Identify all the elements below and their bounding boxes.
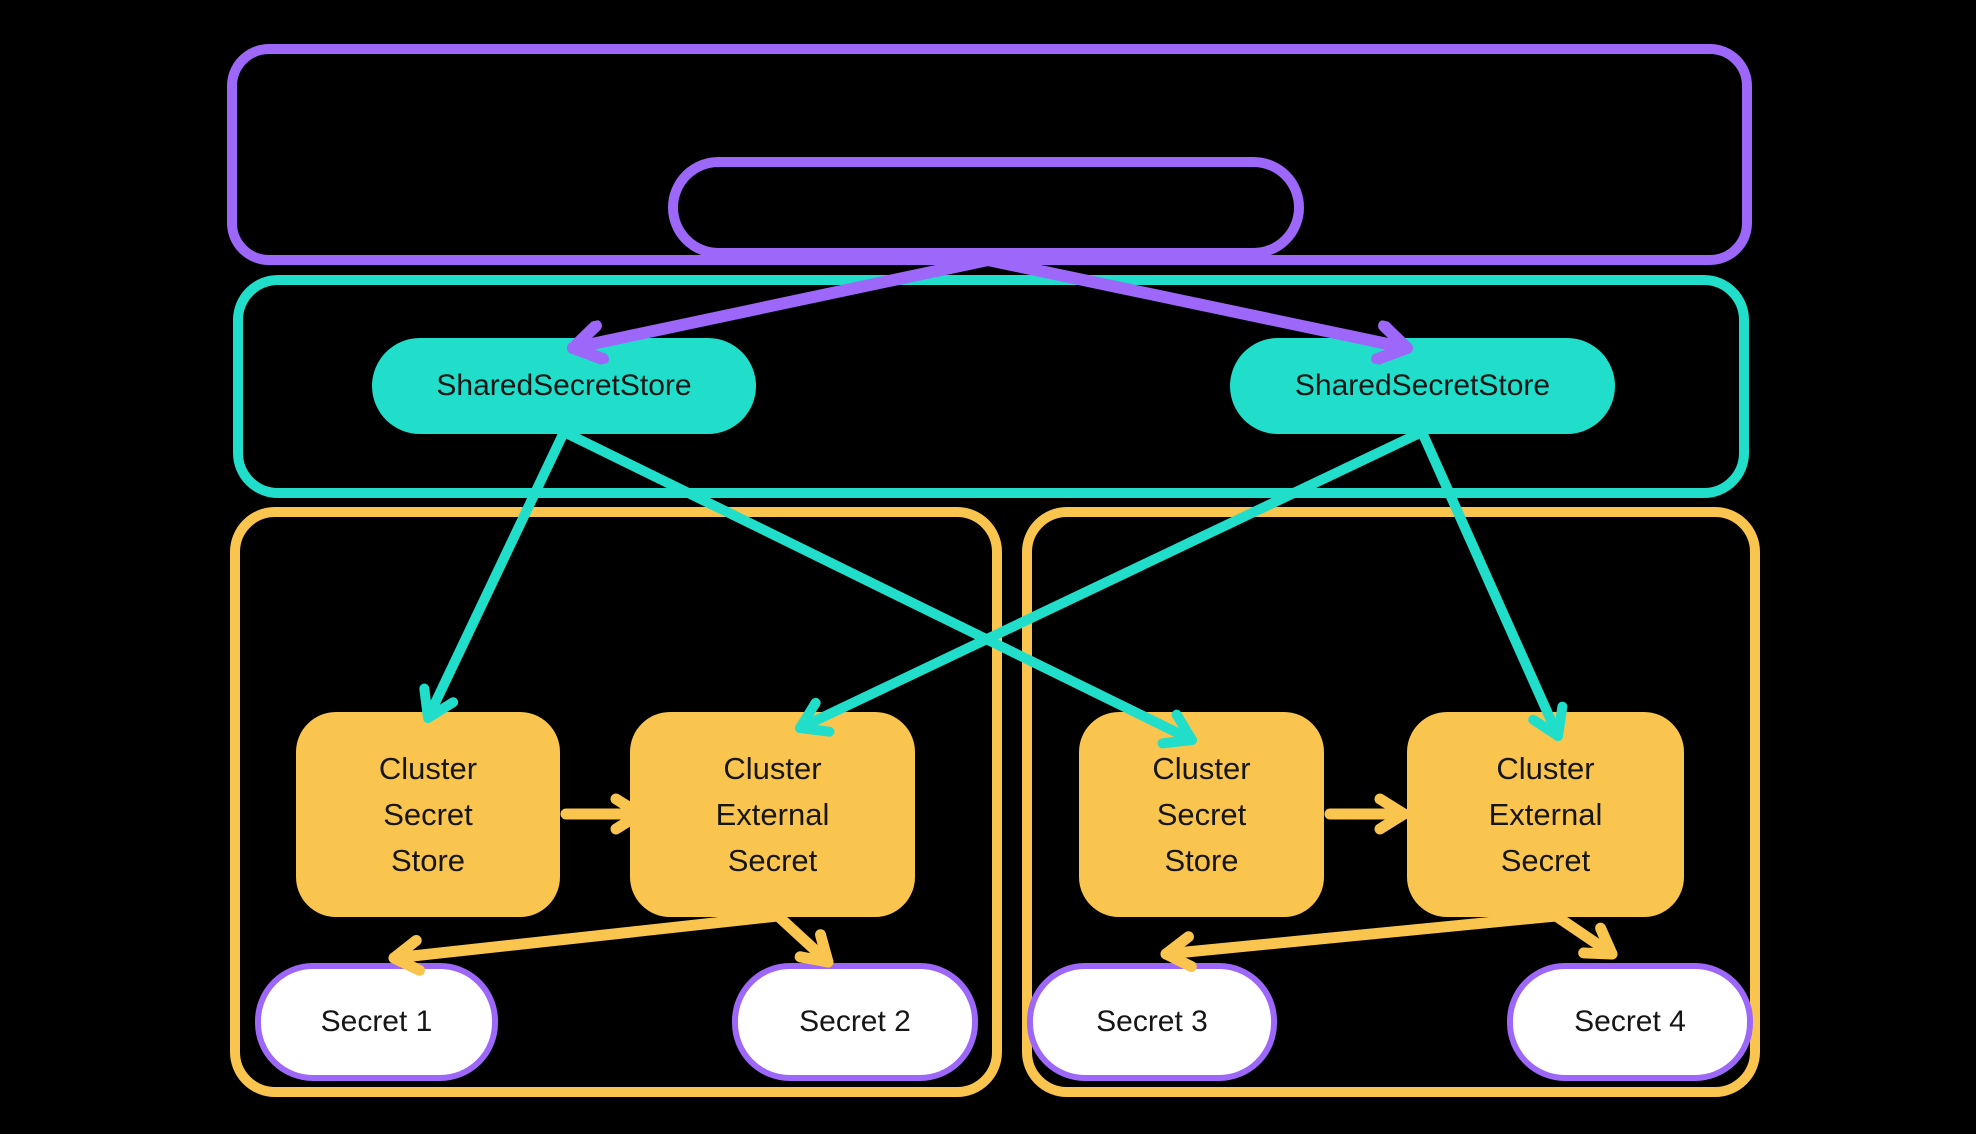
secret-label: Secret 1 (320, 1005, 433, 1038)
cluster-1-external-secret-node: Cluster External Secret (630, 712, 915, 917)
cluster-1-secret-store-node: Cluster Secret Store (296, 712, 560, 917)
secret-3-node: Secret 3 (1027, 963, 1277, 1081)
node-label-line: Secret (727, 842, 818, 878)
secret-1-node: Secret 1 (255, 963, 498, 1081)
secret-label: Secret 4 (1574, 1005, 1686, 1038)
node-label-line: Cluster (723, 750, 822, 786)
node-label-line: External (715, 796, 830, 832)
secret-4-node: Secret 4 (1507, 963, 1753, 1081)
secret-label: Secret 2 (799, 1005, 911, 1038)
secret-2-node: Secret 2 (732, 963, 978, 1081)
node-label-line: Store (1164, 842, 1239, 878)
shared-secret-store-node-1: SharedSecretStore (372, 338, 756, 434)
node-label-line: Cluster (1496, 750, 1595, 786)
controller-pill (668, 157, 1304, 258)
node-label-line: Cluster (378, 750, 478, 786)
shared-secret-store-node-2: SharedSecretStore (1230, 338, 1615, 434)
shared-secret-store-label: SharedSecretStore (436, 369, 692, 402)
node-label-line: Cluster (1152, 750, 1251, 786)
node-label-line: Store (390, 842, 466, 878)
secret-label: Secret 3 (1096, 1005, 1208, 1038)
node-label-line: External (1488, 796, 1603, 832)
node-label-line: Secret (383, 796, 473, 832)
node-label-line: Secret (1500, 842, 1591, 878)
cluster-2-secret-store-node: Cluster Secret Store (1079, 712, 1324, 917)
node-label-line: Secret (1156, 796, 1247, 832)
shared-secret-store-label: SharedSecretStore (1294, 369, 1551, 402)
cluster-2-external-secret-node: Cluster External Secret (1407, 712, 1684, 917)
